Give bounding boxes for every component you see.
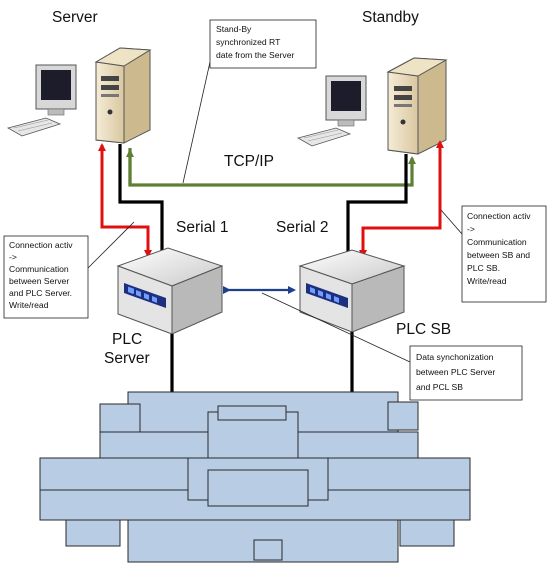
plc-server-label-line2: Server — [104, 350, 150, 367]
callout-line: Connection activ — [467, 211, 531, 221]
callout-line: Write/read — [9, 300, 49, 310]
active-connection-standby — [359, 140, 444, 258]
plc-server-device — [116, 247, 224, 335]
port-leds — [128, 287, 339, 303]
serial-1-line — [118, 144, 164, 262]
callout-line: -> — [9, 252, 17, 262]
serial-2-line — [346, 154, 408, 262]
callout-line: Connection activ — [9, 240, 73, 250]
callout-line: and PCL SB — [416, 382, 463, 392]
plc-sb-device — [298, 249, 406, 333]
callout-line: and PLC Server. — [9, 288, 72, 298]
callout-line: date from the Server — [216, 50, 294, 60]
svg-text:Stand-By: Stand-By — [216, 24, 252, 34]
callout-line: Stand-By — [216, 24, 252, 34]
svg-text:synchronized RT: synchronized RT — [216, 37, 281, 47]
callout-line: Communication — [9, 264, 69, 274]
callout-line: synchronized RT — [216, 37, 281, 47]
callout-connection-sb: Connection activ -> Communication betwee… — [440, 205, 547, 303]
callout-line: Write/read — [467, 276, 507, 286]
machine-icon — [39, 391, 471, 563]
serial-2-label: Serial 2 — [276, 219, 329, 236]
callout-line: between PLC Server — [416, 367, 495, 377]
callout-standby-sync: Stand-By synchronized RT date from the S… — [182, 19, 317, 184]
callout-data-sync: Data synchonization between PLC Server a… — [261, 292, 523, 401]
callout-line: Data synchonization — [416, 352, 494, 362]
plc-sb-label: PLC SB — [396, 321, 451, 338]
plc-server-label: PLC — [112, 331, 142, 348]
svg-text:date from the Server: date from the Server — [216, 50, 294, 60]
callout-line: Communication — [467, 237, 527, 247]
tcpip-label: TCP/IP — [224, 153, 274, 170]
server-label: Server — [52, 9, 98, 26]
standby-computer-icon — [296, 57, 448, 155]
callout-line: PLC SB. — [467, 263, 500, 273]
active-connection-server — [98, 143, 152, 258]
serial-1-label: Serial 1 — [176, 219, 229, 236]
callout-line: between Server — [9, 276, 69, 286]
callout-line: -> — [467, 224, 475, 234]
callout-line: between SB and — [467, 250, 530, 260]
tcpip-link — [126, 148, 416, 187]
standby-label: Standby — [362, 9, 419, 26]
server-computer-icon — [6, 47, 152, 144]
callout-connection-server: Connection activ -> Communication betwee… — [3, 221, 135, 319]
